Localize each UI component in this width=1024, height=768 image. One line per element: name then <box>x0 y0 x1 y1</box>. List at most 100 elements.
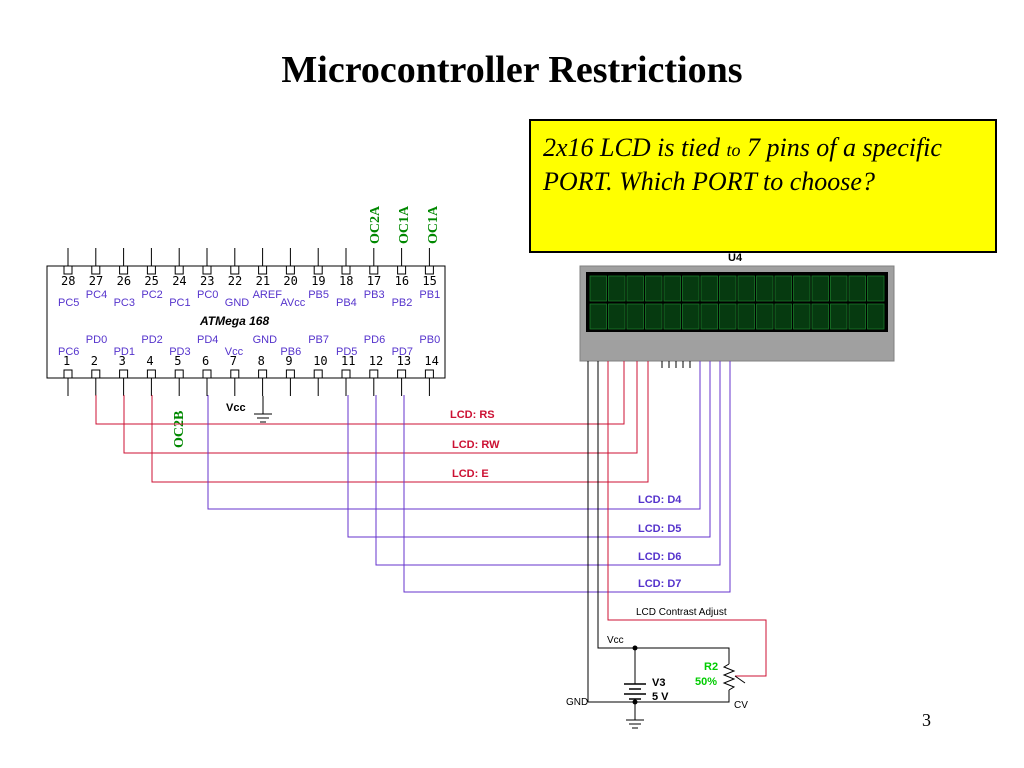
pin-number: 28 <box>61 274 75 288</box>
pin-name: PB3 <box>364 289 385 301</box>
lcd-char-cell <box>737 303 755 330</box>
pin-number: 23 <box>200 274 214 288</box>
pin-name: PC4 <box>86 289 107 301</box>
pin-name: PD2 <box>141 334 162 346</box>
pin-number: 6 <box>202 354 209 368</box>
pin-number: 2 <box>91 354 98 368</box>
lcd-char-cell <box>867 275 885 302</box>
potentiometer-icon <box>722 663 736 691</box>
lcd-char-cell <box>848 275 866 302</box>
lcd-char-cell <box>663 275 681 302</box>
lcd-char-cell <box>811 303 829 330</box>
pin-pad-top <box>174 265 184 275</box>
pin-number: 13 <box>397 354 411 368</box>
wire-rw <box>123 361 638 454</box>
cv-label: CV <box>734 700 748 711</box>
pin-name: PB5 <box>308 289 329 301</box>
pin-number: 14 <box>424 354 438 368</box>
wire-d6 <box>375 361 721 566</box>
pin-pad-top <box>285 265 295 275</box>
lcd-char-cell <box>626 303 644 330</box>
pin-number: 17 <box>367 274 381 288</box>
pot-value: 50% <box>695 676 717 688</box>
pin-name: PC2 <box>141 289 162 301</box>
pin-number: 16 <box>395 274 409 288</box>
lcd-char-cell <box>700 303 718 330</box>
lcd-char-cell <box>756 303 774 330</box>
net-label-d6: LCD: D6 <box>638 551 681 563</box>
slide-title: Microcontroller Restrictions <box>281 49 743 91</box>
pin-pad-top <box>146 265 156 275</box>
pin-pad-bottom <box>146 369 156 379</box>
lcd-char-cell <box>774 303 792 330</box>
lcd-char-cell <box>682 275 700 302</box>
supply-vcc-label: Vcc <box>607 635 624 646</box>
pin-number: 11 <box>341 354 355 368</box>
pin-pad-top <box>341 265 351 275</box>
pin-name: PB6 <box>280 346 301 358</box>
pin-number: 24 <box>172 274 186 288</box>
label-oc1a-pb2: OC1A <box>397 205 412 244</box>
pin-name: PD5 <box>336 346 357 358</box>
pin-number: 26 <box>117 274 131 288</box>
pin-number: 10 <box>313 354 327 368</box>
label-oc2b: OC2B <box>172 411 187 448</box>
pin-name: PB7 <box>308 334 329 346</box>
pin-pad-bottom <box>63 369 73 379</box>
callout-text-1: 2x16 LCD is tied <box>543 133 727 162</box>
pin-number: 18 <box>339 274 353 288</box>
pin-name: AVcc <box>280 297 305 309</box>
net-label-d4: LCD: D4 <box>638 494 682 506</box>
lcd-char-cell <box>793 275 811 302</box>
pin-number: 12 <box>369 354 383 368</box>
pin-name: PC3 <box>114 297 135 309</box>
wire-contrast <box>607 361 767 677</box>
pin-name: PB4 <box>336 297 357 309</box>
wire-rs <box>95 361 625 425</box>
lcd-char-cell <box>830 275 848 302</box>
gnd-label: GND <box>566 697 588 708</box>
pin-pad-top <box>230 265 240 275</box>
callout-text-2: 7 pins of a specific PORT. Which PORT to… <box>543 133 942 196</box>
pin-name: PD6 <box>364 334 385 346</box>
chip-name: ATMega 168 <box>199 314 269 328</box>
page-number: 3 <box>922 710 931 730</box>
pin-number: 5 <box>174 354 181 368</box>
pin-pad-bottom <box>285 369 295 379</box>
lcd-char-cell <box>793 303 811 330</box>
pin-name: GND <box>253 334 278 346</box>
pin-pad-top <box>313 265 323 275</box>
pin-name: PC1 <box>169 297 190 309</box>
pin-number: 20 <box>283 274 297 288</box>
label-oc2a: OC2A <box>368 205 383 244</box>
pin-name: PD7 <box>392 346 413 358</box>
lcd-char-cell <box>589 303 607 330</box>
lcd-char-cell <box>811 275 829 302</box>
pin-pad-bottom <box>202 369 212 379</box>
pin-number: 1 <box>63 354 70 368</box>
pin-pad-bottom <box>424 369 434 379</box>
pin-name: GND <box>225 297 250 309</box>
lcd-char-cell <box>867 303 885 330</box>
net-label-rs: LCD: RS <box>450 409 495 421</box>
pin-name: PC6 <box>58 346 79 358</box>
pin-number: 7 <box>230 354 237 368</box>
pin-pad-top <box>63 265 73 275</box>
net-label-d7: LCD: D7 <box>638 578 681 590</box>
pin-pad-top <box>424 265 434 275</box>
net-label-d5: LCD: D5 <box>638 523 681 535</box>
pin-number: 22 <box>228 274 242 288</box>
battery-icon <box>624 683 646 700</box>
chip-body <box>46 265 446 379</box>
battery-ground-icon <box>626 719 644 729</box>
callout-text-small: to <box>726 140 741 160</box>
pin-pad-top <box>91 265 101 275</box>
lcd-char-cell <box>719 303 737 330</box>
lcd-char-cell <box>626 275 644 302</box>
lcd-char-cell <box>682 303 700 330</box>
lcd-char-cell <box>608 303 626 330</box>
pot-ref: R2 <box>704 661 718 673</box>
pin-name: PB0 <box>419 334 440 346</box>
lcd-char-cell <box>756 275 774 302</box>
